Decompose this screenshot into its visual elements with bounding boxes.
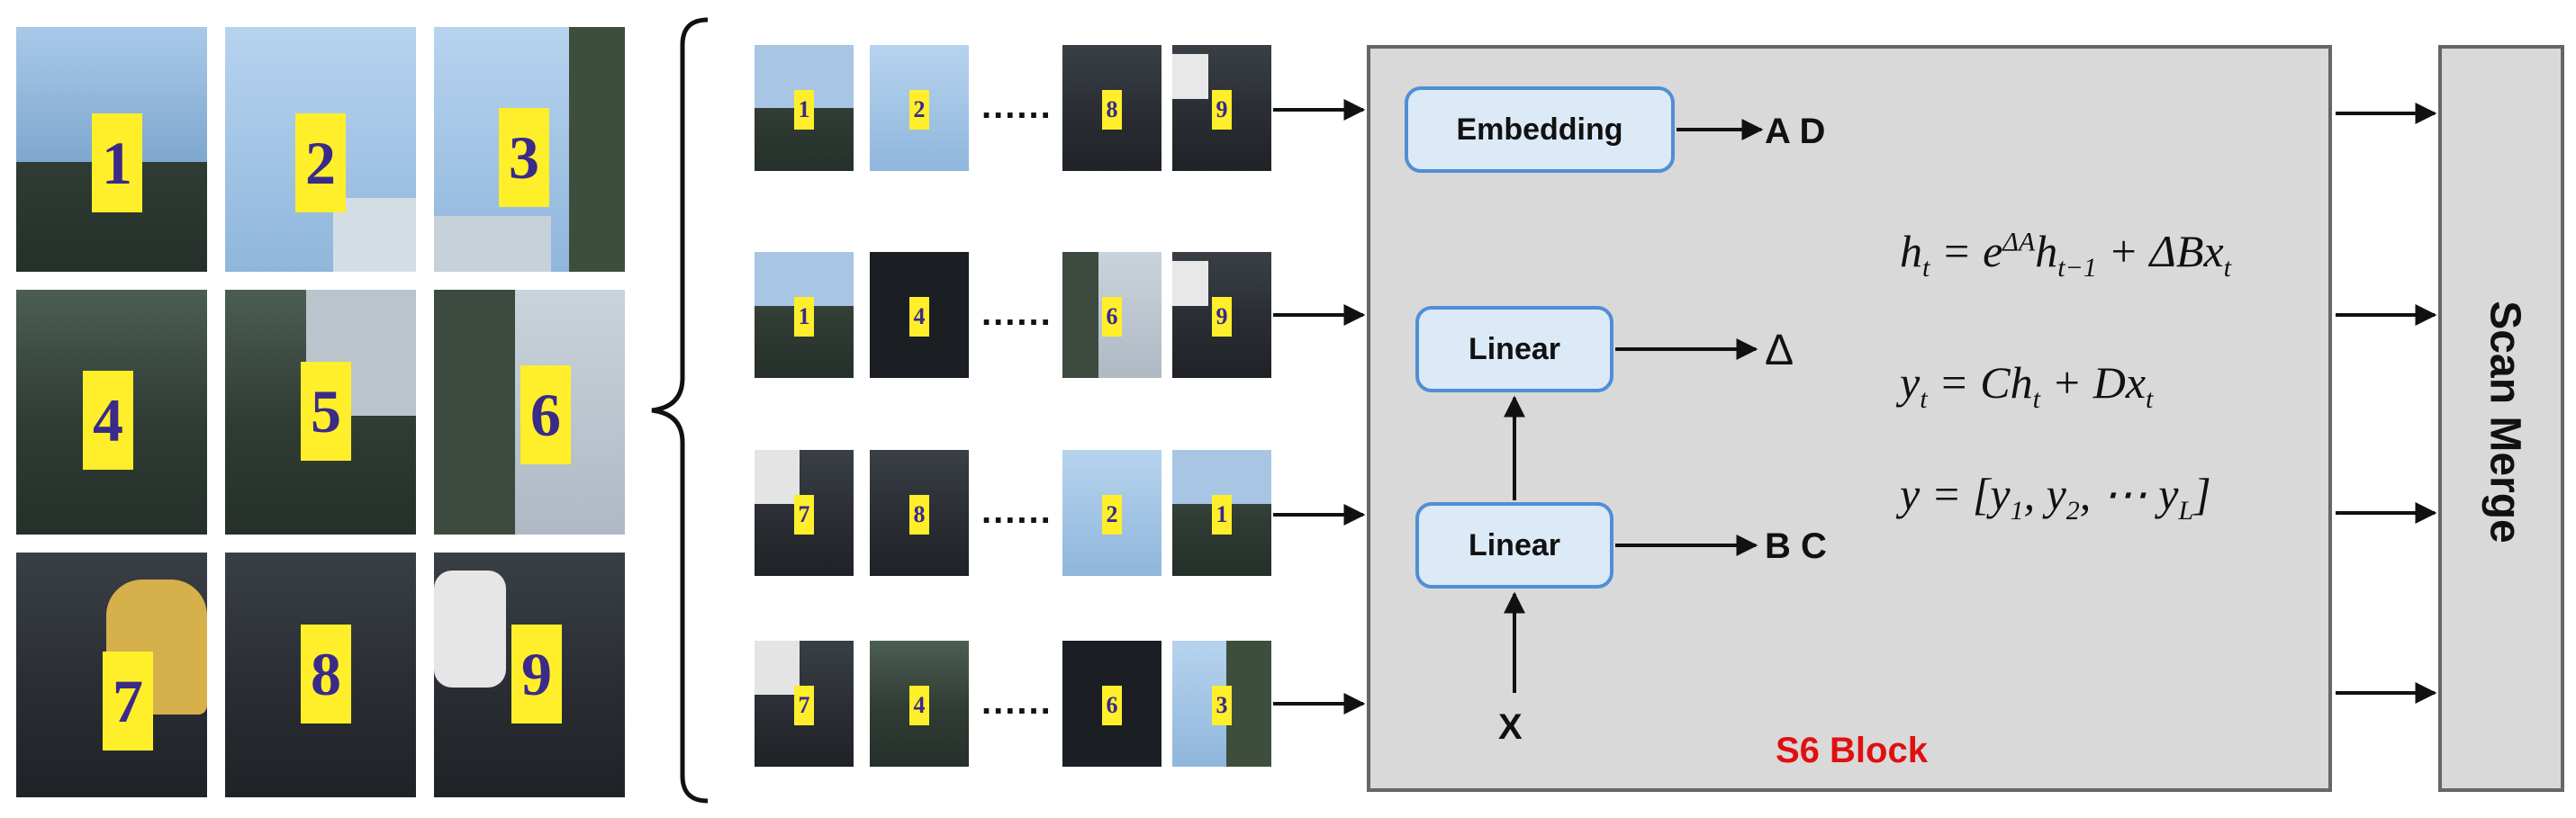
grid-tile-1: 1: [16, 27, 207, 272]
eq3-sL: L: [2178, 496, 2194, 526]
patch-number: 6: [1102, 686, 1122, 725]
patch-number: 4: [909, 297, 929, 337]
grid-tile-7: 7: [16, 553, 207, 797]
sequence-4-ellipsis: ......: [981, 682, 1053, 722]
embedding-label: Embedding: [1456, 112, 1623, 147]
sequence-4-patch-third: 6: [1062, 641, 1161, 767]
patch-number: 1: [794, 297, 814, 337]
eq1-sup: ΔA: [2002, 227, 2036, 257]
equation-sequence: y = [y1, y2, ⋯ yL]: [1900, 468, 2211, 526]
grid-tile-6: 6: [434, 290, 625, 535]
grid-tile-2: 2: [225, 27, 416, 272]
patch-number: 7: [794, 495, 814, 535]
eq1-mid: = e: [1930, 226, 2003, 276]
grid-tile-9: 9: [434, 553, 625, 797]
output-a-d: A D: [1765, 112, 1826, 151]
patch-number: 8: [301, 625, 351, 724]
sequence-1-patch-second: 2: [870, 45, 969, 171]
embedding-module: Embedding: [1405, 86, 1675, 173]
patch-number: 3: [499, 108, 549, 207]
sequence-3-patch-fourth: 1: [1172, 450, 1271, 576]
sequence-4-patch-fourth: 3: [1172, 641, 1271, 767]
eq2-rest-sub: t: [2146, 384, 2154, 414]
linear-top-module: Linear: [1415, 306, 1613, 392]
eq1-lhs: h: [1900, 226, 1922, 276]
scan-merge-block: Scan Merge: [2438, 45, 2564, 792]
sequence-3-ellipsis: ......: [981, 491, 1053, 531]
patch-number: 8: [1102, 90, 1122, 130]
patch-number: 6: [520, 365, 571, 464]
eq2-rest: + Dx: [2039, 357, 2147, 408]
eq3-end: ]: [2193, 469, 2211, 519]
patch-number: 2: [1102, 495, 1122, 535]
eq2-lhs-sub: t: [1920, 384, 1928, 414]
patch-number: 1: [794, 90, 814, 130]
patch-number: 2: [909, 90, 929, 130]
patch-number: 5: [301, 362, 351, 461]
patch-number: 6: [1102, 297, 1122, 337]
sequence-1-patch-third: 8: [1062, 45, 1161, 171]
sequence-2-ellipsis: ......: [981, 293, 1053, 333]
eq3-s1: 1: [2010, 496, 2024, 526]
patch-number: 4: [83, 371, 133, 470]
patch-number: 3: [1212, 686, 1232, 725]
sequence-3-patch-second: 8: [870, 450, 969, 576]
eq1-h: h: [2035, 226, 2058, 276]
sequence-3-patch-third: 2: [1062, 450, 1161, 576]
grid-tile-3: 3: [434, 27, 625, 272]
sequence-4-patch-first: 7: [755, 641, 854, 767]
patch-number: 7: [103, 652, 153, 751]
output-b-c: B C: [1765, 526, 1827, 566]
sequence-2-patch-fourth: 9: [1172, 252, 1271, 378]
patch-number: 9: [511, 625, 562, 724]
patch-number: 8: [909, 495, 929, 535]
equation-output: yt = Cht + Dxt: [1900, 356, 2153, 415]
eq2-mid: = Ch: [1927, 357, 2033, 408]
eq1-rest-sub: t: [2223, 253, 2231, 283]
patch-number: 2: [295, 113, 346, 212]
linear-bottom-label: Linear: [1468, 527, 1561, 562]
grid-tile-8: 8: [225, 553, 416, 797]
eq1-h-sub: t−1: [2057, 253, 2097, 283]
eq2-lhs: y: [1900, 357, 1921, 408]
eq1-rest: + ΔBx: [2096, 226, 2224, 276]
eq3-mid: , ⋯ y: [2079, 469, 2179, 519]
patch-number: 7: [794, 686, 814, 725]
equation-state-update: ht = eΔAht−1 + ΔBxt: [1900, 225, 2231, 283]
eq3-s2: 2: [2065, 496, 2080, 526]
output-delta: Δ: [1765, 327, 1794, 374]
linear-top-label: Linear: [1468, 331, 1561, 366]
s6-block-title: S6 Block: [1776, 731, 1928, 770]
eq3-comma: , y: [2023, 469, 2066, 519]
sequence-4-patch-second: 4: [870, 641, 969, 767]
patch-number: 9: [1212, 90, 1232, 130]
patch-number: 4: [909, 686, 929, 725]
sequence-2-patch-first: 1: [755, 252, 854, 378]
grid-tile-5: 5: [225, 290, 416, 535]
eq3-text: y = [y: [1900, 469, 2011, 519]
sequence-2-patch-second: 4: [870, 252, 969, 378]
curly-brace: [651, 17, 709, 804]
sequence-1-patch-fourth: 9: [1172, 45, 1271, 171]
sequence-1-patch-first: 1: [755, 45, 854, 171]
eq2-mid-sub: t: [2032, 384, 2040, 414]
sequence-3-patch-first: 7: [755, 450, 854, 576]
patch-number: 1: [1212, 495, 1232, 535]
sequence-2-patch-third: 6: [1062, 252, 1161, 378]
grid-tile-4: 4: [16, 290, 207, 535]
input-x: X: [1498, 707, 1523, 747]
patch-number: 9: [1212, 297, 1232, 337]
patch-number: 1: [92, 113, 142, 212]
sequence-1-ellipsis: ......: [981, 86, 1053, 126]
eq1-lhs-sub: t: [1922, 253, 1930, 283]
linear-bottom-module: Linear: [1415, 502, 1613, 589]
